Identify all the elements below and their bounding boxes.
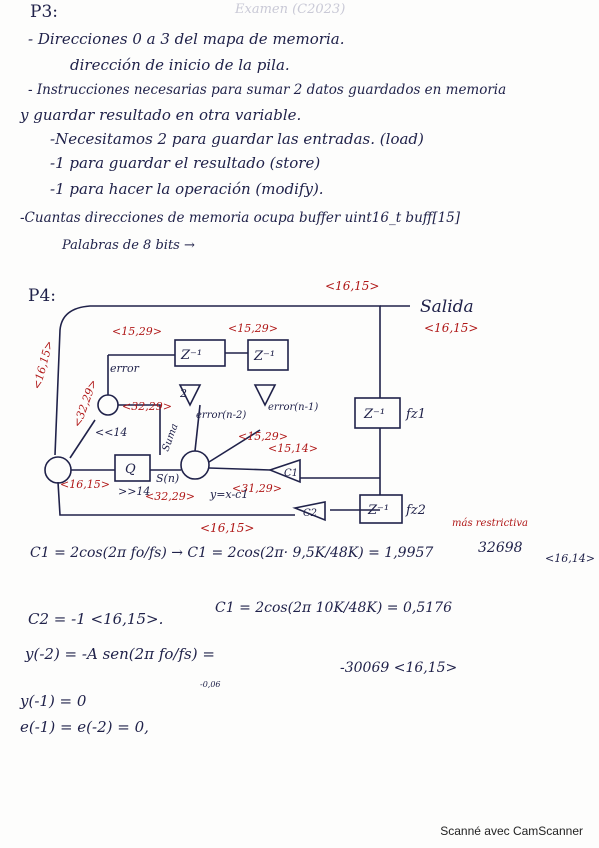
suma-label: Suma <box>160 422 180 453</box>
delay-label-2: Z⁻¹ <box>253 349 275 364</box>
format-16-15-left: <16,15> <box>30 339 55 391</box>
sum-node-error <box>97 394 119 416</box>
block-diagram: <16,15> Salida <16,15> Z⁻¹ Z⁻¹ Z⁻¹ Z⁻¹ f… <box>30 279 528 535</box>
c1-triangle <box>267 458 301 484</box>
p3-line-3: - Instrucciones necesarias para sumar 2 … <box>28 82 507 98</box>
c1-label: C1 <box>284 468 298 479</box>
gain-2-triangle <box>178 384 202 407</box>
p3-line-4: y guardar resultado en otra variable. <box>20 106 302 124</box>
output-format: <16,15> <box>424 321 478 335</box>
p3-line-8: -Cuantas direcciones de memoria ocupa bu… <box>20 210 461 226</box>
format-15-29-c: <15,29> <box>238 430 288 443</box>
scanner-footer: Scanné avec CamScanner <box>440 824 583 838</box>
p3-line-7: -1 para hacer la operación (modify). <box>50 180 324 198</box>
error-label: error <box>110 362 140 375</box>
value-32698: 32698 <box>478 540 523 556</box>
fz1-label: fz1 <box>405 407 426 422</box>
p3-line-5: -Necesitamos 2 para guardar las entradas… <box>50 130 424 148</box>
format-32-29-b: <32,29> <box>71 378 100 429</box>
eq-c2-line: C2 = -1 <16,15>. <box>28 610 164 628</box>
format-15-29-a: <15,29> <box>112 325 162 338</box>
p3-title: P3: <box>30 2 58 22</box>
faded-header: Examen (C2023) <box>235 2 346 17</box>
sum-node-main <box>180 450 210 480</box>
format-16-15-sum: <16,15> <box>60 478 110 491</box>
format-16-14: <16,14> <box>545 552 595 565</box>
shift-left: >>14 <box>118 485 150 498</box>
error-n1-label: error(n-1) <box>268 402 318 413</box>
p3-line-9: Palabras de 8 bits → <box>62 238 195 253</box>
p4-title: P4: <box>28 286 56 306</box>
quantizer-box <box>114 454 151 482</box>
format-32-29-a: <32,29> <box>122 400 172 413</box>
top-feedback-wire <box>54 305 381 456</box>
c2-label: C2 <box>303 508 317 519</box>
delay-label-1: Z⁻¹ <box>180 348 202 363</box>
q-label: Q <box>125 462 136 477</box>
format-15-29-b: <15,29> <box>228 322 278 335</box>
output-label: Salida <box>420 297 474 317</box>
bottom-feedback-wire <box>57 481 295 516</box>
eq-e-line: e(-1) = e(-2) = 0, <box>20 718 149 736</box>
eq-y-1-line: y(-1) = 0 <box>20 692 87 710</box>
y-equation: y=x-c1 <box>209 488 248 501</box>
sn-label: S(n) <box>156 472 179 485</box>
delay-box-fz2 <box>359 494 403 524</box>
format-15-14: <15,14> <box>268 442 318 455</box>
delay-label-3: Z⁻¹ <box>363 407 385 422</box>
p3-line-2: dirección de inicio de la pila. <box>70 56 290 74</box>
top-format: <16,15> <box>325 279 379 293</box>
delay-box-2 <box>247 339 289 371</box>
gain-2-label: 2 <box>179 387 187 400</box>
mas-restrictiva: más restrictiva <box>452 518 528 529</box>
eq-c1-line: C1 = 2cos(2π fo/fs) → C1 = 2cos(2π· 9,5K… <box>30 545 434 561</box>
delay-box-fz1 <box>354 397 401 429</box>
format-31-29: <31,29> <box>232 482 282 495</box>
error-n2-label: error(n-2) <box>196 410 246 421</box>
shift-right: <<14 <box>95 426 127 439</box>
p3-line-1: - Direcciones 0 a 3 del mapa de memoria. <box>28 30 345 48</box>
small-sub: -0,06 <box>200 680 221 689</box>
eq-y-2-line: y(-2) = -A sen(2π fo/fs) = <box>25 645 215 663</box>
fz2-label: fz2 <box>405 503 426 518</box>
gain-error-n1-triangle <box>253 384 277 407</box>
format-32-29-c: <32,29> <box>145 490 195 503</box>
c2-triangle <box>292 501 326 522</box>
p3-line-6: -1 para guardar el resultado (store) <box>50 154 321 172</box>
delay-label-4: Z⁻¹ <box>367 503 389 518</box>
eq-c1b-line: C1 = 2cos(2π 10K/48K) = 0,5176 <box>215 600 452 616</box>
value-neg: -30069 <16,15> <box>340 660 458 676</box>
format-16-15-bottom: <16,15> <box>200 521 254 535</box>
